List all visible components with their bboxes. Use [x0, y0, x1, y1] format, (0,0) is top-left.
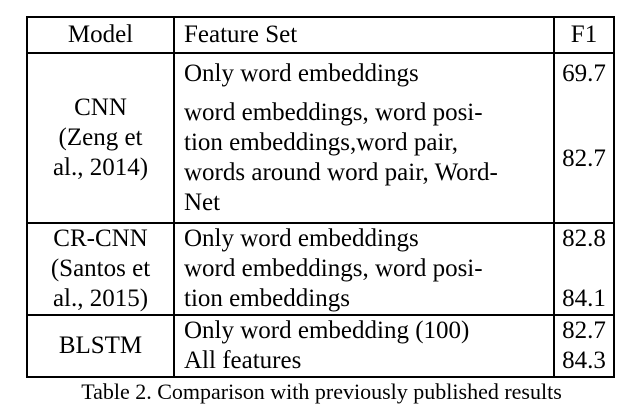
- feature-set-cell: Only word embeddings word embeddings, wo…: [175, 54, 553, 222]
- model-name-line: (Zeng et: [58, 124, 143, 151]
- table-row-cnn: CNN (Zeng et al., 2014) Only word embedd…: [28, 52, 613, 222]
- f1-value: 82.7: [562, 145, 606, 172]
- model-name-line: CNN: [74, 94, 127, 121]
- f1-value: 84.3: [562, 347, 606, 374]
- model-name-blstm: BLSTM: [28, 316, 175, 376]
- table-row-cr-cnn: CR-CNN (Santos et al., 2015) Only word e…: [28, 222, 613, 314]
- feature-line: Net: [184, 189, 221, 216]
- f1-value: 84.1: [562, 285, 606, 312]
- feature-line: Only word embeddings: [184, 60, 419, 87]
- model-name-line: al., 2014): [52, 154, 149, 181]
- feature-entry: Only word embeddings: [184, 54, 553, 96]
- results-table: Model Feature Set F1 CNN (Zeng et al., 2…: [26, 16, 615, 378]
- f1-value: 82.8: [562, 225, 606, 252]
- feature-line: Only word embeddings: [184, 225, 419, 252]
- feature-line: words around word pair, Word-: [184, 159, 498, 186]
- feature-line: tion embeddings,word pair,: [184, 129, 458, 156]
- feature-line: Only word embedding (100): [184, 317, 470, 344]
- col-header-feature-set: Feature Set: [184, 21, 298, 48]
- model-name-cr-cnn: CR-CNN (Santos et al., 2015): [28, 224, 175, 314]
- table-row-blstm: BLSTM Only word embedding (100) All feat…: [28, 314, 613, 376]
- model-name-line: (Santos et: [50, 255, 151, 282]
- f1-value: 82.7: [562, 317, 606, 344]
- col-header-f1: F1: [553, 18, 613, 52]
- f1-value: 69.7: [562, 60, 606, 87]
- table-header-row: Model Feature Set F1: [28, 18, 613, 52]
- model-name-line: BLSTM: [58, 332, 143, 359]
- feature-set-cell: Only word embedding (100) All features: [175, 316, 553, 376]
- feature-line: word embeddings, word posi-: [184, 99, 483, 126]
- model-name-cnn: CNN (Zeng et al., 2014): [28, 54, 175, 222]
- feature-line: All features: [184, 347, 302, 374]
- col-header-model: Model: [28, 18, 175, 52]
- feature-set-cell: Only word embeddings word embeddings, wo…: [175, 224, 553, 314]
- feature-entry: word embeddings, word posi- tion embeddi…: [184, 96, 553, 222]
- f1-cell: 82.8 84.1: [553, 224, 613, 314]
- f1-cell: 82.7 84.3: [553, 316, 613, 376]
- model-name-line: al., 2015): [52, 285, 149, 312]
- feature-line: tion embeddings: [184, 285, 350, 312]
- model-name-line: CR-CNN: [53, 225, 148, 252]
- table-caption: Table 2. Comparison with previously publ…: [81, 379, 562, 404]
- f1-cell: 69.7 82.7: [553, 54, 613, 222]
- feature-line: word embeddings, word posi-: [184, 255, 483, 282]
